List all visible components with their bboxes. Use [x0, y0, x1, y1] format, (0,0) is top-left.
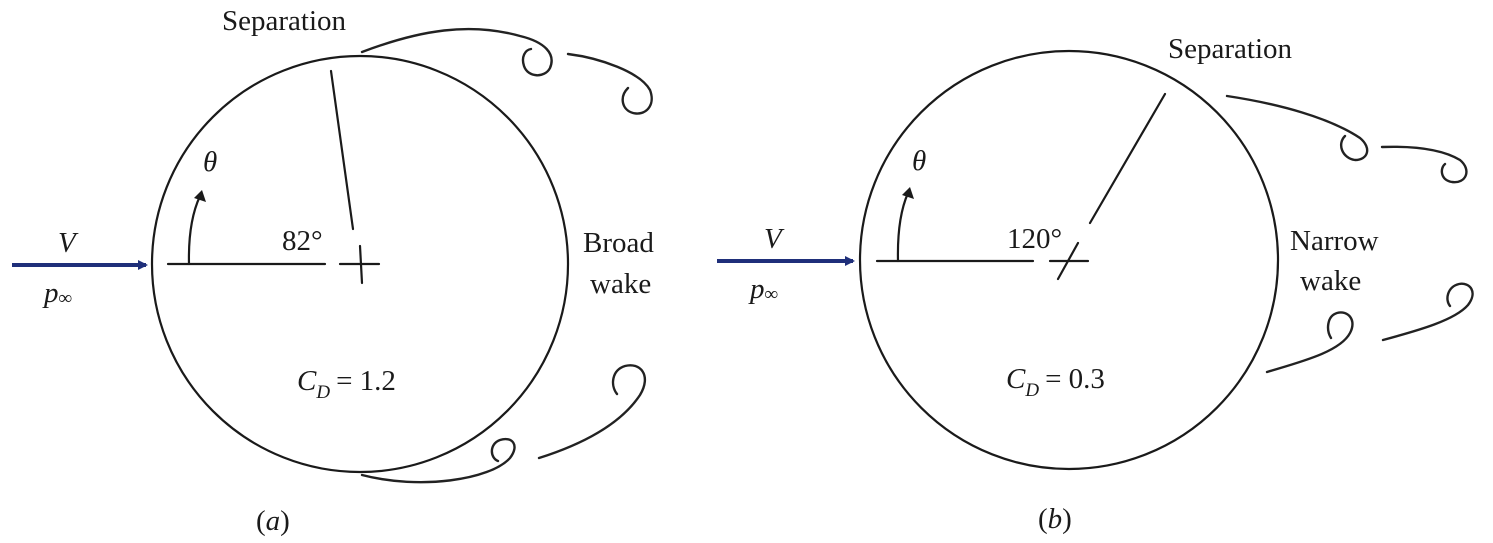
wake-label-a-line2: wake	[590, 268, 651, 300]
center-mark	[358, 244, 364, 285]
lower-wake-eddies-a	[360, 364, 647, 484]
separation-radius-a	[329, 69, 355, 231]
velocity-label: V	[58, 227, 79, 259]
separation-angle-b: 120°	[1007, 223, 1062, 255]
separation-label-b: Separation	[1168, 33, 1293, 65]
pressure-label: p∞	[42, 277, 72, 309]
upper-wake-eddies-a	[360, 27, 653, 115]
theta-symbol: θ	[203, 146, 217, 178]
upper-wake-eddies-b	[1225, 94, 1468, 184]
lower-wake-eddies-b	[1265, 282, 1474, 374]
drag-coefficient-a: CD= 1.2	[297, 365, 396, 403]
panel-b-turbulent: V p∞ θ 120° Separation CD= 0.3 Narrow wa…	[717, 33, 1474, 535]
wake-label-b: Narrow	[1290, 225, 1379, 257]
theta-symbol: θ	[912, 145, 926, 177]
wake-label-a: Broad	[583, 227, 654, 259]
wake-label-b-line2: wake	[1300, 265, 1361, 297]
cylinder-a	[150, 54, 570, 474]
separation-radius-b	[1088, 92, 1167, 225]
velocity-label: V	[764, 223, 785, 255]
caption-a: (a)	[256, 505, 290, 537]
center-mark	[1056, 241, 1080, 281]
cylinder-b	[858, 49, 1280, 471]
separation-angle-a: 82°	[282, 225, 323, 257]
pressure-label: p∞	[748, 273, 778, 305]
theta-arrow-icon	[187, 194, 202, 266]
theta-arrow-icon	[896, 191, 910, 263]
separation-label-a: Separation	[222, 5, 347, 37]
drag-coefficient-b: CD= 0.3	[1006, 363, 1105, 401]
caption-b: (b)	[1038, 503, 1072, 535]
panel-a-laminar: V p∞ θ 82° Separation CD= 1.2 Broad wake	[12, 5, 654, 537]
